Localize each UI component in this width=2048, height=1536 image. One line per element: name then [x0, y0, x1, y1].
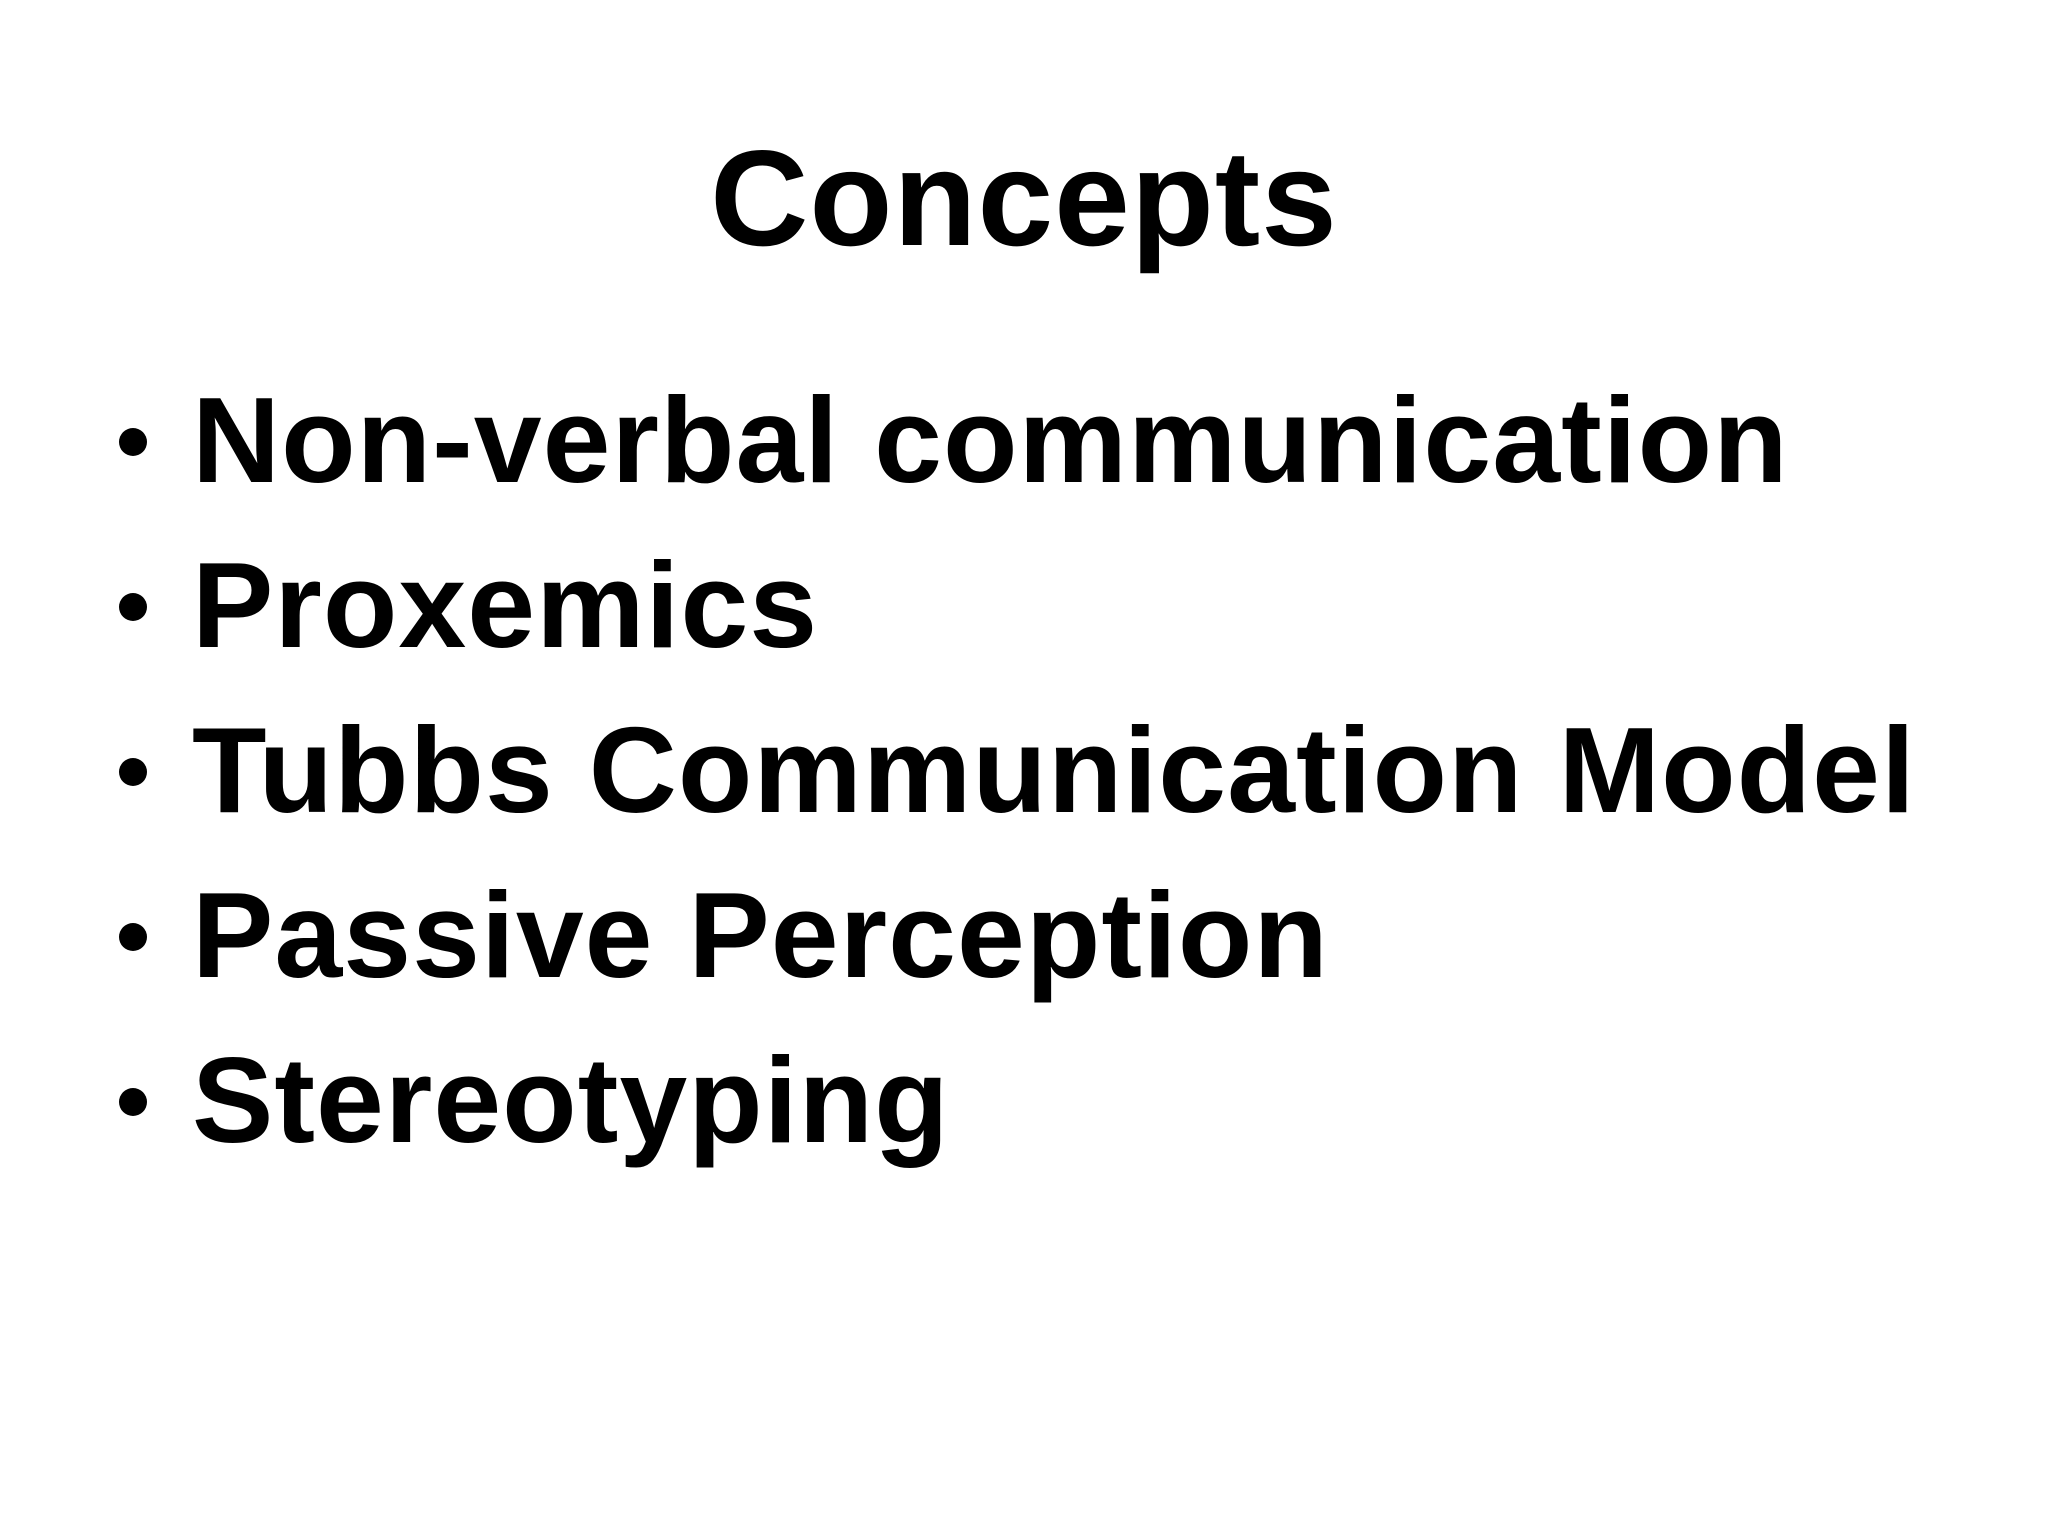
bullet-dot	[119, 1088, 147, 1116]
bullet-text: Proxemics	[192, 537, 819, 673]
bullet-text: Tubbs Communication Model	[192, 702, 1916, 838]
bullet-dot	[119, 428, 147, 456]
bullet-text: Non-verbal communication	[192, 372, 1789, 508]
bullet-item-tubbs-communication-model: Tubbs Communication Model	[0, 700, 2000, 850]
bullet-item-non-verbal-communication: Non-verbal communication	[0, 370, 2000, 520]
bullet-text: Stereotyping	[192, 1032, 950, 1168]
bullet-item-proxemics: Proxemics	[0, 535, 2000, 685]
bullet-dot	[119, 923, 147, 951]
slide-title: Concepts	[710, 122, 1338, 274]
bullet-item-passive-perception: Passive Perception	[0, 865, 2000, 1015]
bullet-text: Passive Perception	[192, 867, 1329, 1003]
bullet-item-stereotyping: Stereotyping	[0, 1030, 2000, 1180]
bullet-dot	[119, 758, 147, 786]
bullet-dot	[119, 593, 147, 621]
